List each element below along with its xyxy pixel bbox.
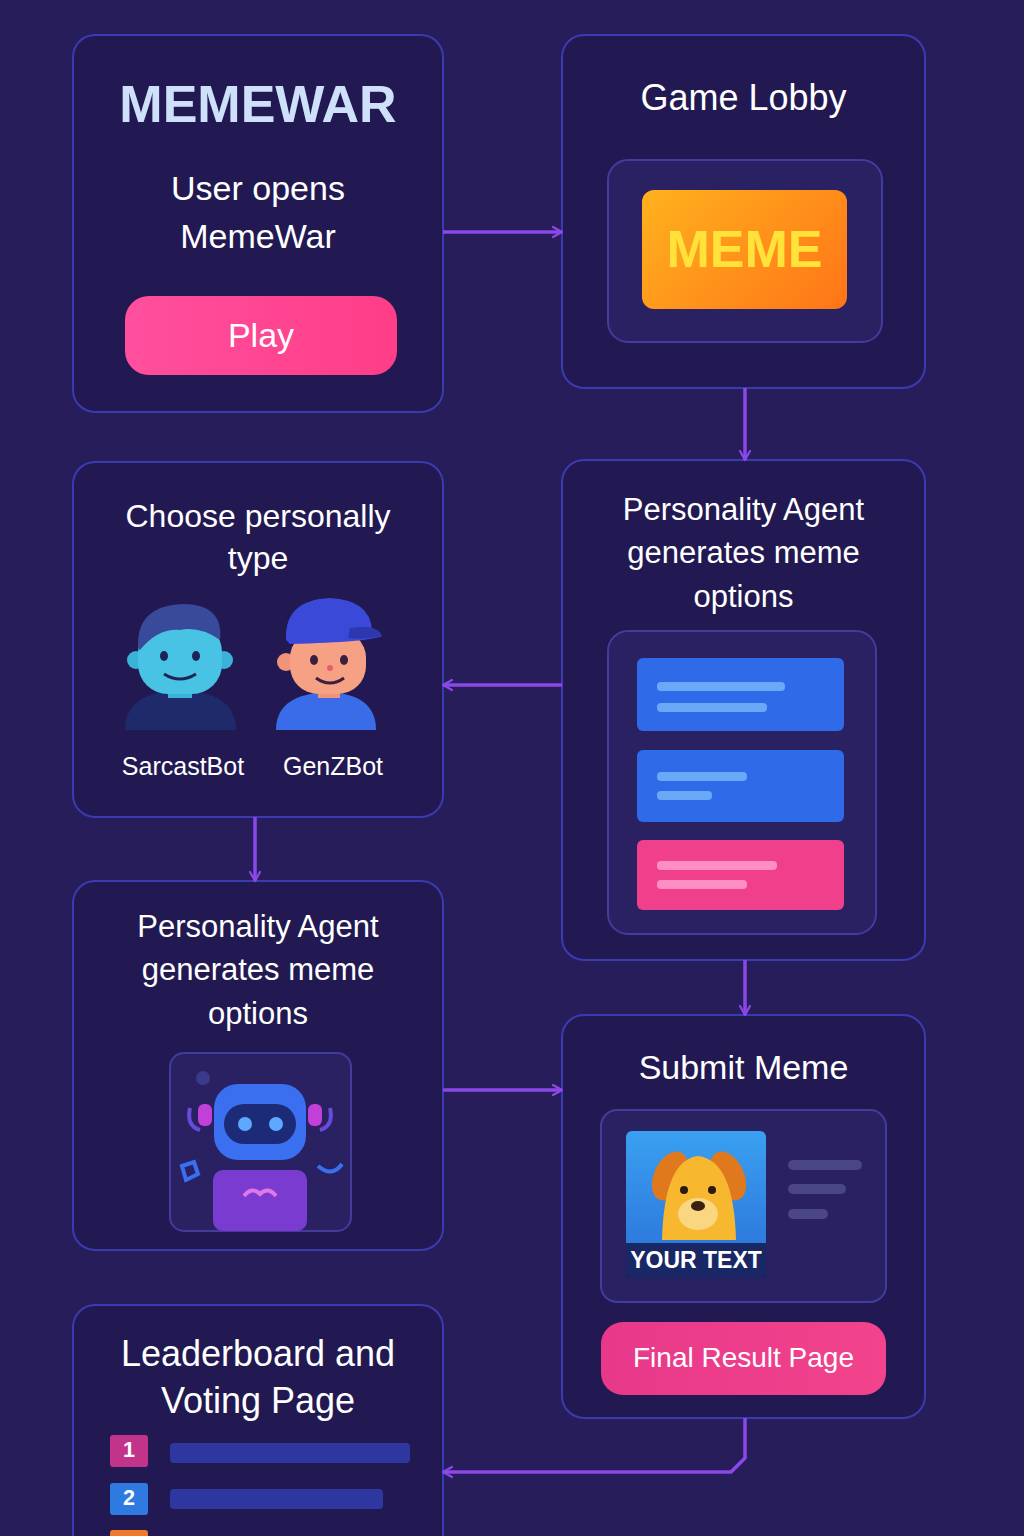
agent-card: Personality Agent generates meme options [73,881,443,1250]
robot-illustration-part [214,1084,306,1160]
node-label: 1 [123,1437,135,1465]
robot-illustration-part [244,1190,276,1196]
meme-caption: YOUR TEXT [626,1243,766,1278]
leaderboard-bars [110,1443,410,1536]
node-label: Personality Agent generates meme options [93,905,423,1035]
robot-illustration-part [308,1104,322,1126]
dog-meme-image-part [662,1156,736,1240]
inner-panels-part [601,1110,886,1302]
meme-option-bars-part [657,703,767,712]
meme-option-bars-part [657,772,747,781]
personality-card: Choose personally typeSarcastBotGenZBot [73,462,443,817]
genzbot-avatar-part [327,665,333,671]
genzbot-avatar-part [348,627,382,639]
avatar-label: GenZBot [263,750,403,783]
genzbot-avatar-part [286,598,382,644]
card-panels-part [73,35,443,412]
node-label: 2 [123,1485,135,1513]
meme-option-bars-part [637,840,844,910]
play-button: Play [125,296,397,375]
node-label: Leaderboard and Voting Page [93,1331,423,1425]
node-label: MEME [667,216,823,284]
flow-arrow [443,1088,562,1092]
robot-illustration-part [196,1071,210,1085]
node-label: Choose personally type [93,496,423,579]
dog-meme-image-part [678,1198,718,1230]
leaderboard-bars-part [170,1489,383,1509]
text-placeholder-lines [788,1160,862,1219]
robot-illustration-part [318,1164,342,1172]
robot-illustration-part [238,1117,252,1131]
dog-meme-image-part [708,1186,716,1194]
node-label: MEMEWAR [83,71,433,139]
dog-meme-image-part [626,1131,766,1278]
sarcastbot-avatar-part [160,651,168,661]
card-panels-part [73,881,443,1250]
lobby-card: Game LobbyMEME [562,35,925,388]
robot-illustration-part [269,1117,283,1131]
text-placeholder-lines-part [788,1160,862,1170]
meme-option-bars-part [657,861,777,870]
avatar-label: SarcastBot [105,750,261,783]
meme-option-bars-part [657,791,712,800]
robot-illustration-part [224,1104,296,1144]
robot-illustration-part [182,1162,198,1180]
card-panels-part [73,1305,443,1536]
dog-meme-image-part [680,1186,688,1194]
node-label: Personality Agent generates meme options [582,488,905,618]
flow-arrow [743,388,747,460]
text-placeholder-lines-part [788,1209,828,1219]
sarcastbot-avatar-part [192,651,200,661]
meme-option-bars [637,658,844,910]
card-panels-part [562,1015,925,1418]
agent-card: Personality Agent generates meme options [562,460,925,960]
robot-illustration-part [198,1104,212,1126]
rank-badge: 1 [110,1435,148,1467]
meme-option-bars-part [657,880,747,889]
rank-badge: 2 [110,1483,148,1515]
node-label: Final Result Page [633,1340,854,1376]
result-button: Final Result Page [601,1322,886,1395]
meme-tile: MEME [642,190,847,309]
genzbot-avatar-part [340,655,348,665]
leaderboard-bars-part [110,1530,148,1536]
genzbot-avatar-part [316,678,344,683]
meme-option-bars-part [637,750,844,822]
flow-arrow [443,230,562,234]
node-label: Play [228,313,294,357]
robot-illustration [182,1071,342,1231]
dog-meme-image [626,1131,766,1278]
flow-arrow [253,817,257,881]
flow-arrow [743,960,747,1015]
sarcastbot-avatar [125,604,236,730]
genzbot-avatar [276,598,382,730]
node-label: Game Lobby [572,75,915,122]
node-label: YOUR TEXT [630,1246,762,1276]
card-panels-part [562,460,925,960]
start-card: MEMEWAR User opens MemeWarPlay [73,35,443,412]
flow-arrow [443,1418,745,1472]
sarcastbot-avatar-part [138,604,220,650]
sarcastbot-avatar-part [164,674,196,679]
leaderboard-bars-part [170,1443,410,1463]
leaderboard-card: Leaderboard and Voting Page 1 2 [73,1305,443,1536]
node-label: Submit Meme [572,1045,915,1089]
inner-panels-part [170,1053,351,1231]
meme-option-bars-part [657,682,785,691]
avatar-label: User opens MemeWar [93,165,423,260]
card-panels-part [562,35,925,388]
genzbot-avatar-part [310,655,318,665]
inner-panels [170,160,886,1302]
submit-card: Submit MemeYOUR TEXT Final Result Page [562,1015,925,1418]
card-panels-part [73,462,443,817]
robot-illustration-part [213,1170,307,1231]
inner-panels-part [608,160,882,342]
card-panels [73,35,925,1536]
flow-arrow [443,683,562,687]
text-placeholder-lines-part [788,1184,846,1194]
inner-panels-part [608,631,876,934]
dog-meme-image-part [691,1201,705,1211]
meme-option-bars-part [637,658,844,731]
